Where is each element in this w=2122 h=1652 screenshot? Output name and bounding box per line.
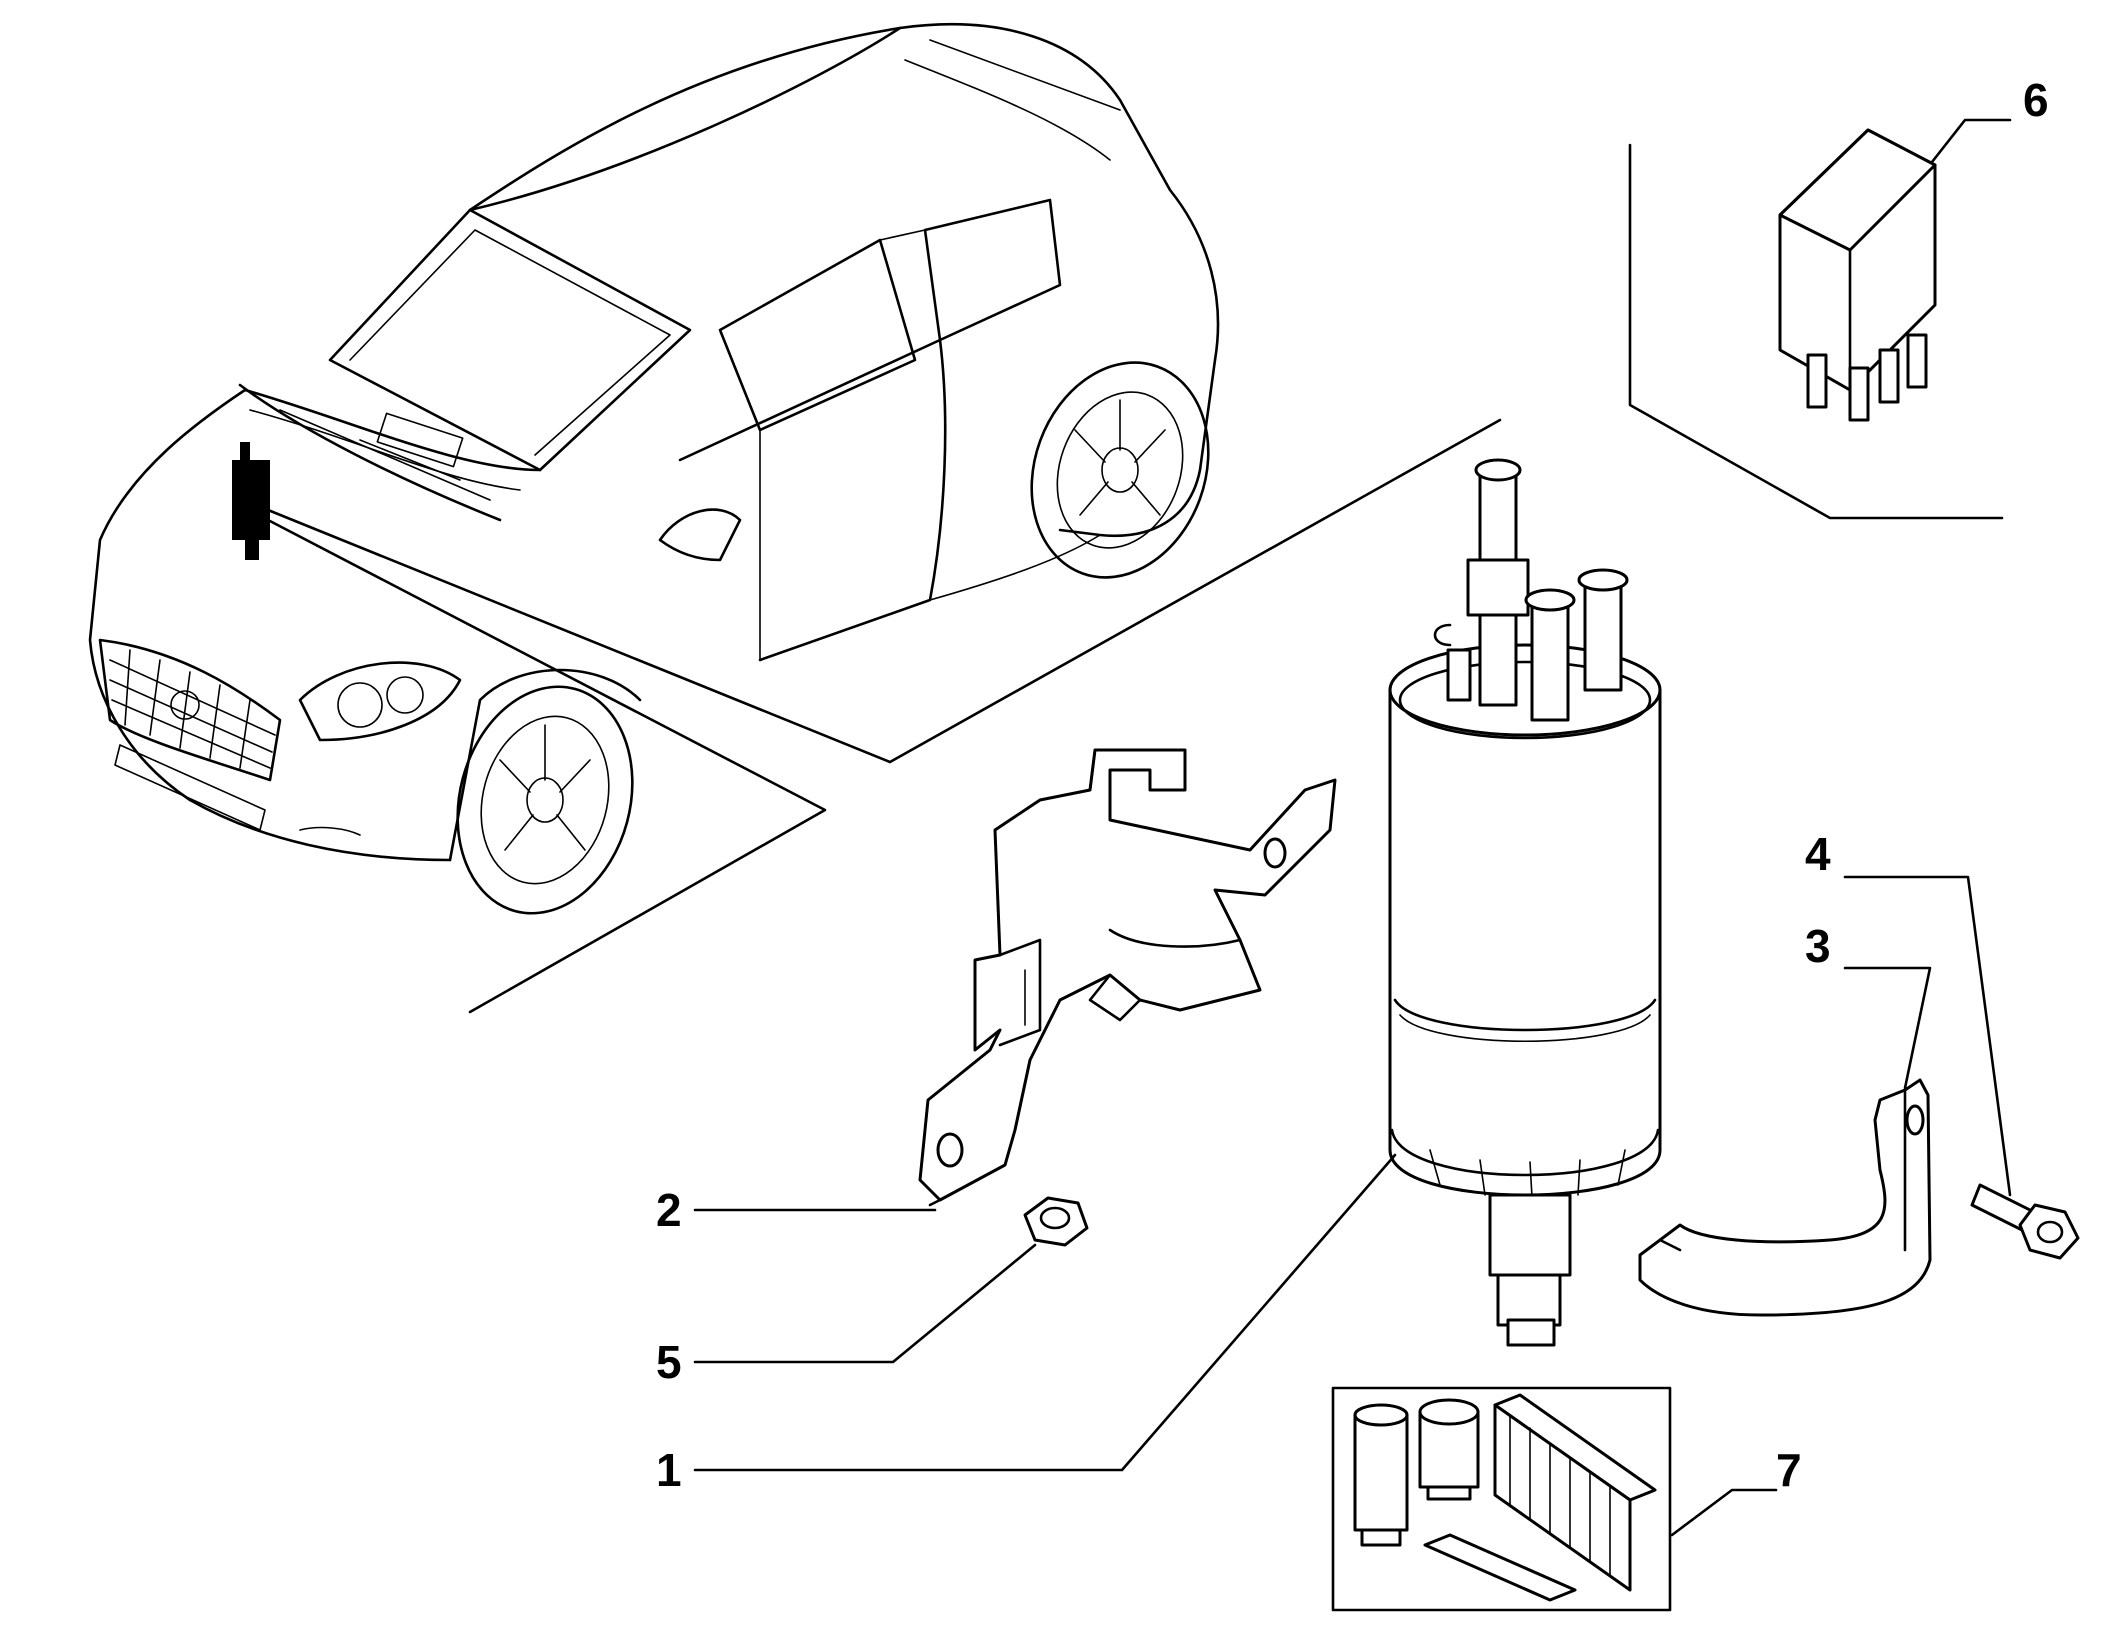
callout-1[interactable]: 1 [656, 1444, 682, 1496]
leader-1 [693, 1153, 1397, 1472]
callout-6[interactable]: 6 [2023, 74, 2049, 126]
leader-6 [1930, 118, 2012, 164]
service-kit-part [1331, 1386, 1672, 1612]
leader-3 [1843, 966, 1932, 1090]
clamp-part [1638, 1078, 1932, 1317]
callout-3[interactable]: 3 [1805, 920, 1831, 972]
car-illustration [88, 22, 1220, 915]
leader-4 [1843, 875, 2012, 1197]
relay-part [1628, 128, 2004, 520]
fuel-filter-part [1388, 458, 1662, 1347]
bracket-part [918, 748, 1337, 1207]
detail-projection-lines [266, 418, 1502, 1014]
leader-5 [693, 1243, 1037, 1364]
callout-2[interactable]: 2 [656, 1184, 682, 1236]
leader-7 [1670, 1488, 1778, 1537]
callout-4[interactable]: 4 [1805, 828, 1831, 880]
callout-7[interactable]: 7 [1776, 1444, 1802, 1496]
component-location-marker [232, 460, 270, 540]
bolt-part [1970, 1183, 2080, 1260]
callout-5[interactable]: 5 [656, 1336, 682, 1388]
nut-part [1023, 1196, 1089, 1247]
